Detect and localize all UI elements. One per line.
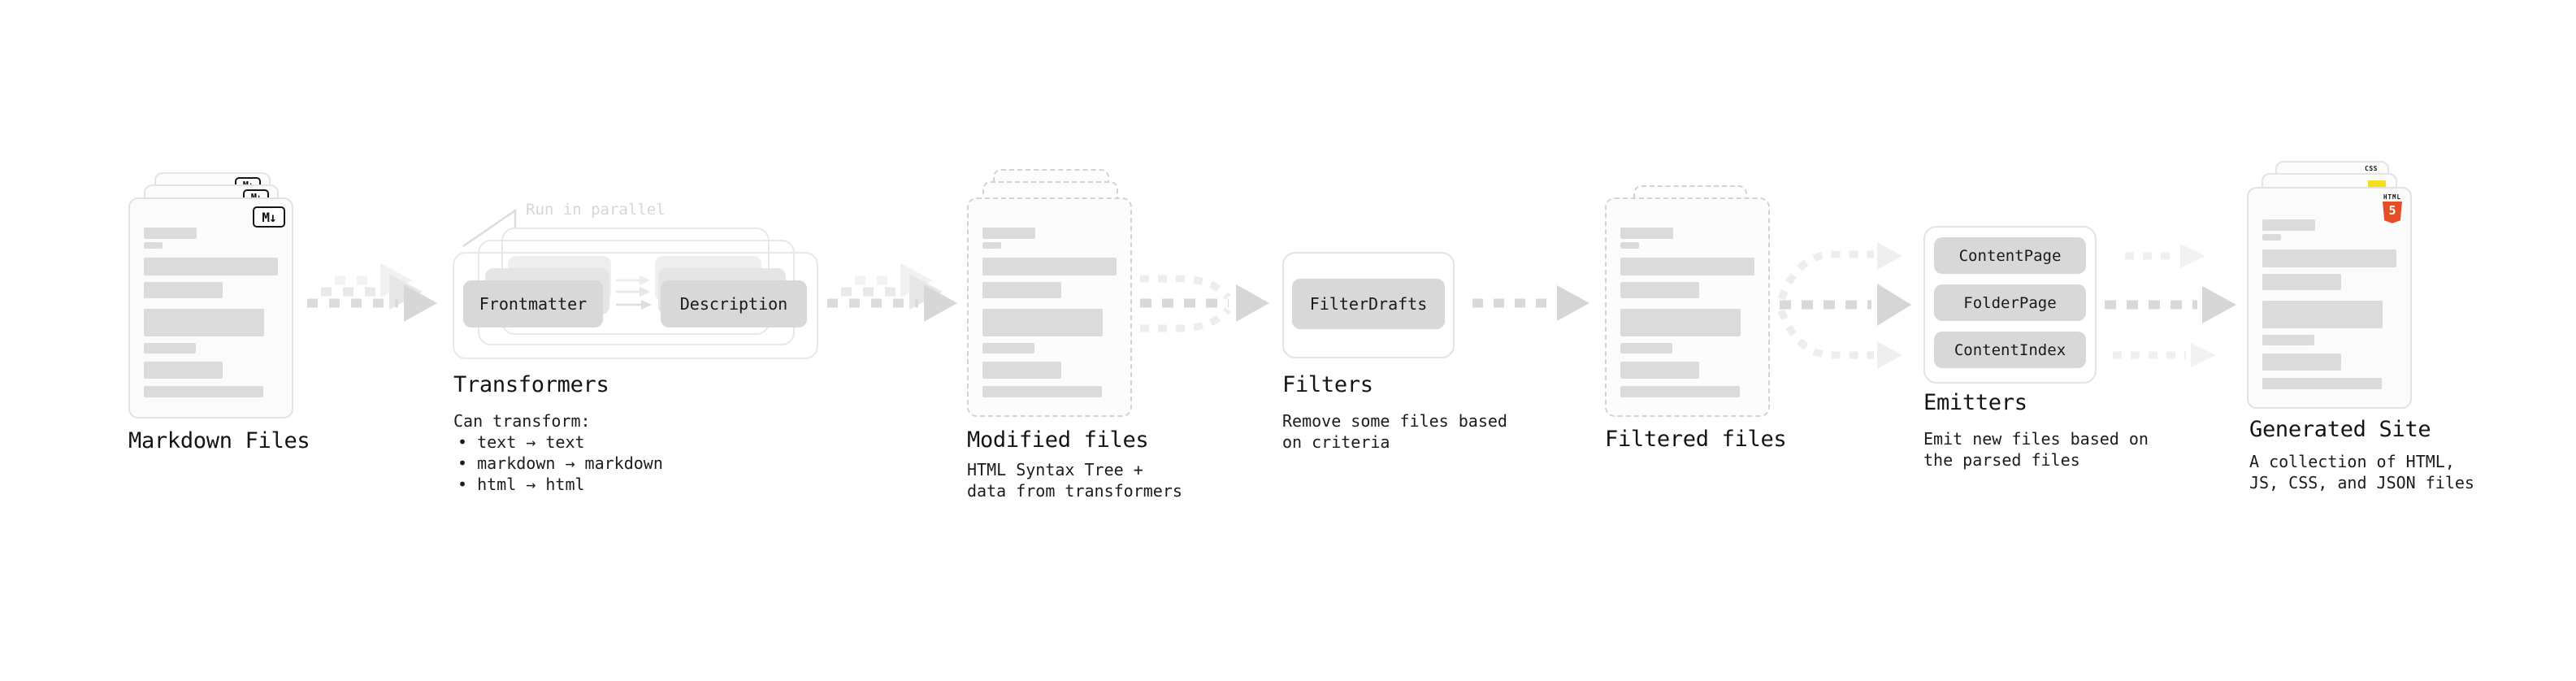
arrow-filtered-to-emitters-diverge-icon [1777,242,1911,369]
transformer-panel-front [453,252,818,359]
contentindex-pill: ContentIndex [1934,332,2086,368]
file-content-placeholder [144,228,278,397]
arrow-transformers-to-modified-icon [827,263,957,322]
site-file-card: HTML 5 [2247,187,2412,409]
caption-line: the parsed files [1923,450,2080,470]
modified-file-card [967,197,1132,417]
bullet-item: • html → html [458,475,585,494]
html5-shield: 5 [2383,201,2402,223]
html5-icon-label: HTML [2383,193,2402,201]
transformers-bullet-list: • text → text • markdown → markdown • ht… [458,432,663,495]
caption-line: Emit new files based on [1923,429,2149,449]
javascript-icon [2368,180,2386,189]
caption-line: data from transformers [967,481,1182,501]
emitters-caption: Emit new files based on the parsed files [1923,428,2149,471]
frontmatter-pill: Frontmatter [463,280,603,327]
bullet-item: • markdown → markdown [458,453,663,473]
contentpage-pill: ContentPage [1934,237,2086,274]
generated-site-caption: A collection of HTML, JS, CSS, and JSON … [2249,451,2474,493]
run-in-parallel-note: Run in parallel [526,201,666,219]
modified-files-caption: HTML Syntax Tree + data from transformer… [967,459,1182,501]
file-content-placeholder [982,228,1117,397]
modified-files-title: Modified files [967,427,1149,453]
filtered-file-card [1605,197,1770,417]
filters-caption: Remove some files based on criteria [1282,410,1507,453]
caption-line: JS, CSS, and JSON files [2249,473,2474,492]
file-content-placeholder [1620,228,1754,397]
arrow-emitters-to-site-icon [2105,244,2236,367]
emitters-title: Emitters [1923,390,2027,415]
bullet-item: • text → text [458,432,585,452]
markdown-file-card: M↓ [128,197,293,419]
filterdrafts-pill: FilterDrafts [1292,279,1445,329]
description-pill: Description [661,280,807,327]
css-icon-label: CSS [2365,165,2378,172]
arrow-markdown-to-transformers-icon [307,263,437,322]
caption-line: on criteria [1282,432,1390,452]
generated-site-title: Generated Site [2249,417,2431,442]
folderpage-pill: FolderPage [1934,284,2086,321]
arrow-modified-to-filters-merge-icon [1140,275,1269,332]
html5-icon: HTML 5 [2383,193,2402,223]
markdown-icon: M↓ [253,206,285,228]
caption-line: HTML Syntax Tree + [967,460,1143,479]
transformers-title: Transformers [453,372,609,397]
markdown-files-title: Markdown Files [128,428,310,453]
arrow-filters-to-filtered-icon [1472,285,1589,321]
filtered-files-title: Filtered files [1605,427,1787,452]
caption-line: A collection of HTML, [2249,452,2455,471]
filters-title: Filters [1282,372,1373,397]
caption-line: Remove some files based [1282,411,1507,431]
file-content-placeholder [2262,219,2396,389]
transformers-caption: Can transform: [453,411,591,431]
